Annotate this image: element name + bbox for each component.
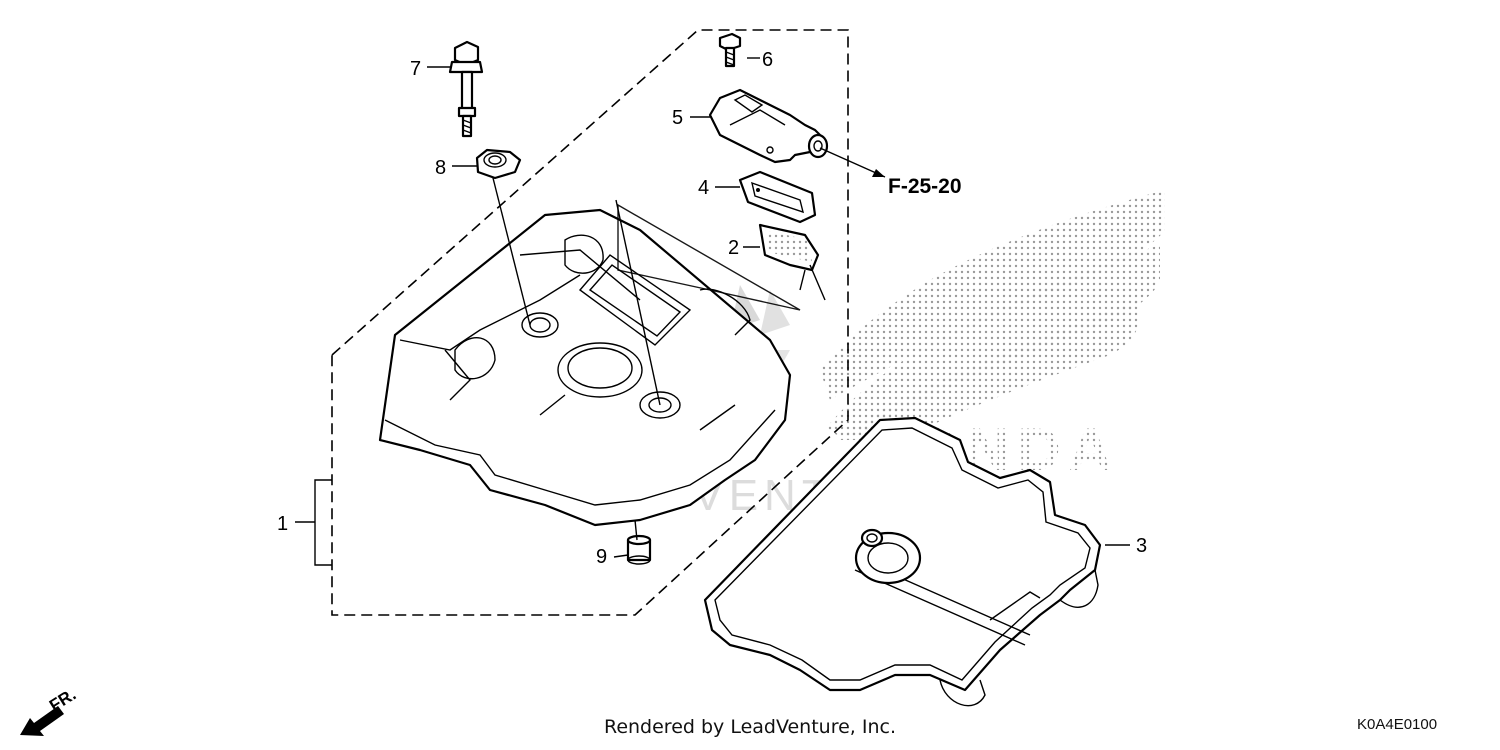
callout-6: 6: [762, 49, 773, 71]
footer-credit: Rendered by LeadVenture, Inc.: [603, 716, 897, 738]
callout-7: 7: [410, 58, 421, 80]
reference-link[interactable]: F-25-20: [888, 175, 962, 198]
breather-cover: [708, 88, 829, 164]
projection-box: [617, 203, 801, 311]
assembly-boundary: [331, 29, 849, 616]
breather-gasket: [738, 170, 817, 224]
leader-lines: [427, 57, 1130, 558]
honda-wing-watermark: [820, 190, 1165, 440]
callout-3: 3: [1136, 535, 1147, 557]
diagram-code: K0A4E0100: [1357, 716, 1438, 733]
callout-1-bracket: [295, 479, 332, 566]
head-cover-gasket: [703, 416, 1102, 707]
bolt-7: [448, 40, 484, 138]
cylinder-head-cover: [378, 208, 792, 527]
callout-4: 4: [698, 177, 709, 199]
bolt-6: [718, 32, 742, 68]
callout-2: 2: [728, 237, 739, 259]
seal-washer-8: [475, 148, 522, 180]
callout-9: 9: [596, 546, 607, 568]
front-label: FR.: [46, 685, 79, 716]
callout-1: 1: [277, 513, 288, 535]
callout-8: 8: [435, 157, 446, 179]
dowel-pin-9: [626, 534, 652, 565]
front-arrow-icon: [20, 706, 64, 736]
breather-plate: [758, 223, 826, 301]
callout-5: 5: [672, 107, 683, 129]
